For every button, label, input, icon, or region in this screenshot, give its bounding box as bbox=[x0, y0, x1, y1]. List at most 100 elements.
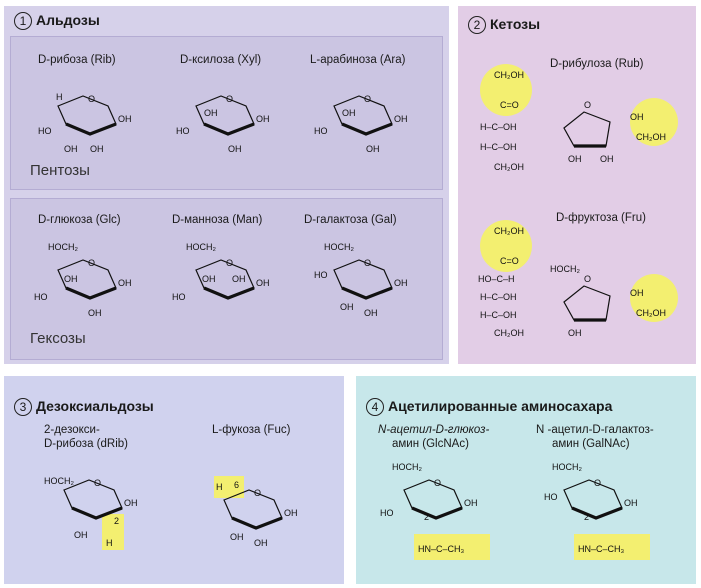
svg-text:OH: OH bbox=[204, 108, 218, 118]
svg-text:HO: HO bbox=[314, 126, 328, 136]
svg-text:OH: OH bbox=[118, 278, 132, 288]
galactose-label: D-галактоза (Gal) bbox=[304, 214, 397, 226]
svg-text:O: O bbox=[88, 258, 95, 268]
ribose-label: D-рибоза (Rib) bbox=[38, 54, 116, 66]
xylose-label: D-ксилоза (Xyl) bbox=[180, 54, 262, 66]
svg-text:OH: OH bbox=[230, 532, 244, 542]
svg-text:HOCH₂: HOCH₂ bbox=[552, 462, 582, 472]
svg-text:OH: OH bbox=[284, 508, 298, 518]
svg-text:OH: OH bbox=[64, 274, 78, 284]
panel-number: 1 bbox=[14, 12, 32, 30]
deoxyribose-structure: O OH HOCH₂ OH H 2 bbox=[44, 476, 138, 550]
svg-text:H: H bbox=[216, 482, 223, 492]
svg-text:OH: OH bbox=[342, 108, 356, 118]
svg-text:O: O bbox=[594, 478, 601, 488]
svg-text:OH: OH bbox=[366, 144, 380, 154]
svg-text:H: H bbox=[106, 538, 113, 548]
panel-title-text: Кетозы bbox=[490, 16, 541, 32]
galnac-label-2: амин (GalNAc) bbox=[552, 438, 630, 450]
svg-text:CH₂OH: CH₂OH bbox=[494, 226, 524, 236]
mannose-structure: HOCH₂ O OH HO OH OH bbox=[172, 242, 270, 302]
svg-text:HO: HO bbox=[172, 292, 186, 302]
svg-text:OH: OH bbox=[124, 498, 138, 508]
svg-text:OH: OH bbox=[254, 538, 268, 548]
svg-text:HO–C–H: HO–C–H bbox=[478, 274, 515, 284]
svg-text:HOCH₂: HOCH₂ bbox=[392, 462, 422, 472]
glucose-structure: HOCH₂ O OH HO OH OH bbox=[34, 242, 132, 318]
panel-number: 2 bbox=[468, 16, 486, 34]
svg-text:HOCH₂: HOCH₂ bbox=[324, 242, 354, 252]
svg-text:H–C–OH: H–C–OH bbox=[480, 142, 517, 152]
svg-text:H: H bbox=[56, 92, 63, 102]
svg-text:HO: HO bbox=[176, 126, 190, 136]
svg-text:HOCH₂: HOCH₂ bbox=[48, 242, 78, 252]
svg-text:OH: OH bbox=[88, 308, 102, 318]
svg-text:OH: OH bbox=[624, 498, 638, 508]
glcnac-label-2: амин (GlcNAc) bbox=[392, 438, 469, 450]
galnac-label-1: N -ацетил-D-галактоз- bbox=[536, 424, 654, 436]
deoxyribose-label-1: 2-дезокси- bbox=[44, 424, 100, 436]
svg-text:O: O bbox=[584, 274, 591, 284]
svg-text:H–C–OH: H–C–OH bbox=[480, 292, 517, 302]
fucose-label: L-фукоза (Fuc) bbox=[212, 424, 291, 436]
svg-text:HO: HO bbox=[314, 270, 328, 280]
svg-text:OH: OH bbox=[464, 498, 478, 508]
ribulose-label: D-рибулоза (Rub) bbox=[550, 58, 644, 70]
svg-text:6: 6 bbox=[234, 480, 239, 490]
ribulose-structures: CH₂OH C=O H–C–OH H–C–OH CH₂OH O OH CH₂OH… bbox=[480, 64, 678, 172]
svg-text:2: 2 bbox=[584, 512, 589, 522]
svg-text:CH₂OH: CH₂OH bbox=[636, 132, 666, 142]
svg-text:2: 2 bbox=[114, 516, 119, 526]
svg-text:OH: OH bbox=[568, 154, 582, 164]
svg-text:H–C–OH: H–C–OH bbox=[480, 310, 517, 320]
arabinose-structure: O OH HO OH OH bbox=[314, 94, 408, 154]
arabinose-label: L-арабиноза (Ara) bbox=[310, 54, 406, 66]
svg-text:HO: HO bbox=[38, 126, 52, 136]
svg-text:OH: OH bbox=[202, 274, 216, 284]
glcnac-structure: HOCH₂ O OH HO 2 HN–C–CH₃ bbox=[380, 462, 490, 560]
svg-text:HOCH₂: HOCH₂ bbox=[44, 476, 74, 486]
galnac-structure: HOCH₂ O OH HO 2 HN–C–CH₃ bbox=[544, 462, 650, 560]
galactose-structure: HOCH₂ O OH HO OH OH bbox=[314, 242, 408, 318]
svg-text:OH: OH bbox=[118, 114, 132, 124]
hexoses-label: Гексозы bbox=[30, 330, 86, 347]
svg-text:O: O bbox=[364, 94, 371, 104]
xylose-structure: O OH HO OH OH bbox=[176, 94, 270, 154]
svg-text:HO: HO bbox=[544, 492, 558, 502]
pentoses-label: Пентозы bbox=[30, 162, 90, 179]
ribose-structure: O OH HO OH OH H bbox=[38, 92, 132, 154]
fructose-label: D-фруктоза (Fru) bbox=[556, 212, 646, 224]
svg-text:O: O bbox=[584, 100, 591, 110]
svg-text:OH: OH bbox=[228, 144, 242, 154]
svg-text:OH: OH bbox=[630, 112, 644, 122]
svg-text:HN–C–CH₃: HN–C–CH₃ bbox=[578, 544, 625, 554]
svg-text:HOCH₂: HOCH₂ bbox=[186, 242, 216, 252]
svg-text:HO: HO bbox=[380, 508, 394, 518]
svg-text:O: O bbox=[94, 478, 101, 488]
svg-text:O: O bbox=[88, 94, 95, 104]
svg-text:OH: OH bbox=[340, 302, 354, 312]
panel-number: 4 bbox=[366, 398, 384, 416]
deoxyribose-label-2: D-рибоза (dRib) bbox=[44, 438, 128, 450]
fructose-structures: CH₂OH C=O HO–C–H H–C–OH H–C–OH CH₂OH HOC… bbox=[478, 220, 678, 338]
svg-text:H–C–OH: H–C–OH bbox=[480, 122, 517, 132]
svg-text:HO: HO bbox=[34, 292, 48, 302]
svg-text:OH: OH bbox=[568, 328, 582, 338]
svg-text:CH₂OH: CH₂OH bbox=[494, 328, 524, 338]
svg-text:CH₂OH: CH₂OH bbox=[494, 70, 524, 80]
glcnac-label-1: N-ацетил-D-глюкоз- bbox=[378, 424, 490, 436]
panel-title-text: Ацетилированные аминосахара bbox=[388, 398, 613, 414]
svg-text:OH: OH bbox=[256, 278, 270, 288]
svg-text:OH: OH bbox=[600, 154, 614, 164]
glucose-label: D-глюкоза (Glc) bbox=[38, 214, 121, 226]
svg-text:2: 2 bbox=[424, 512, 429, 522]
svg-text:OH: OH bbox=[364, 308, 378, 318]
fucose-structure: H 6 O OH OH OH bbox=[214, 476, 298, 548]
svg-text:HN–C–CH₃: HN–C–CH₃ bbox=[418, 544, 465, 554]
hexoses-box bbox=[10, 198, 443, 360]
svg-text:O: O bbox=[226, 258, 233, 268]
